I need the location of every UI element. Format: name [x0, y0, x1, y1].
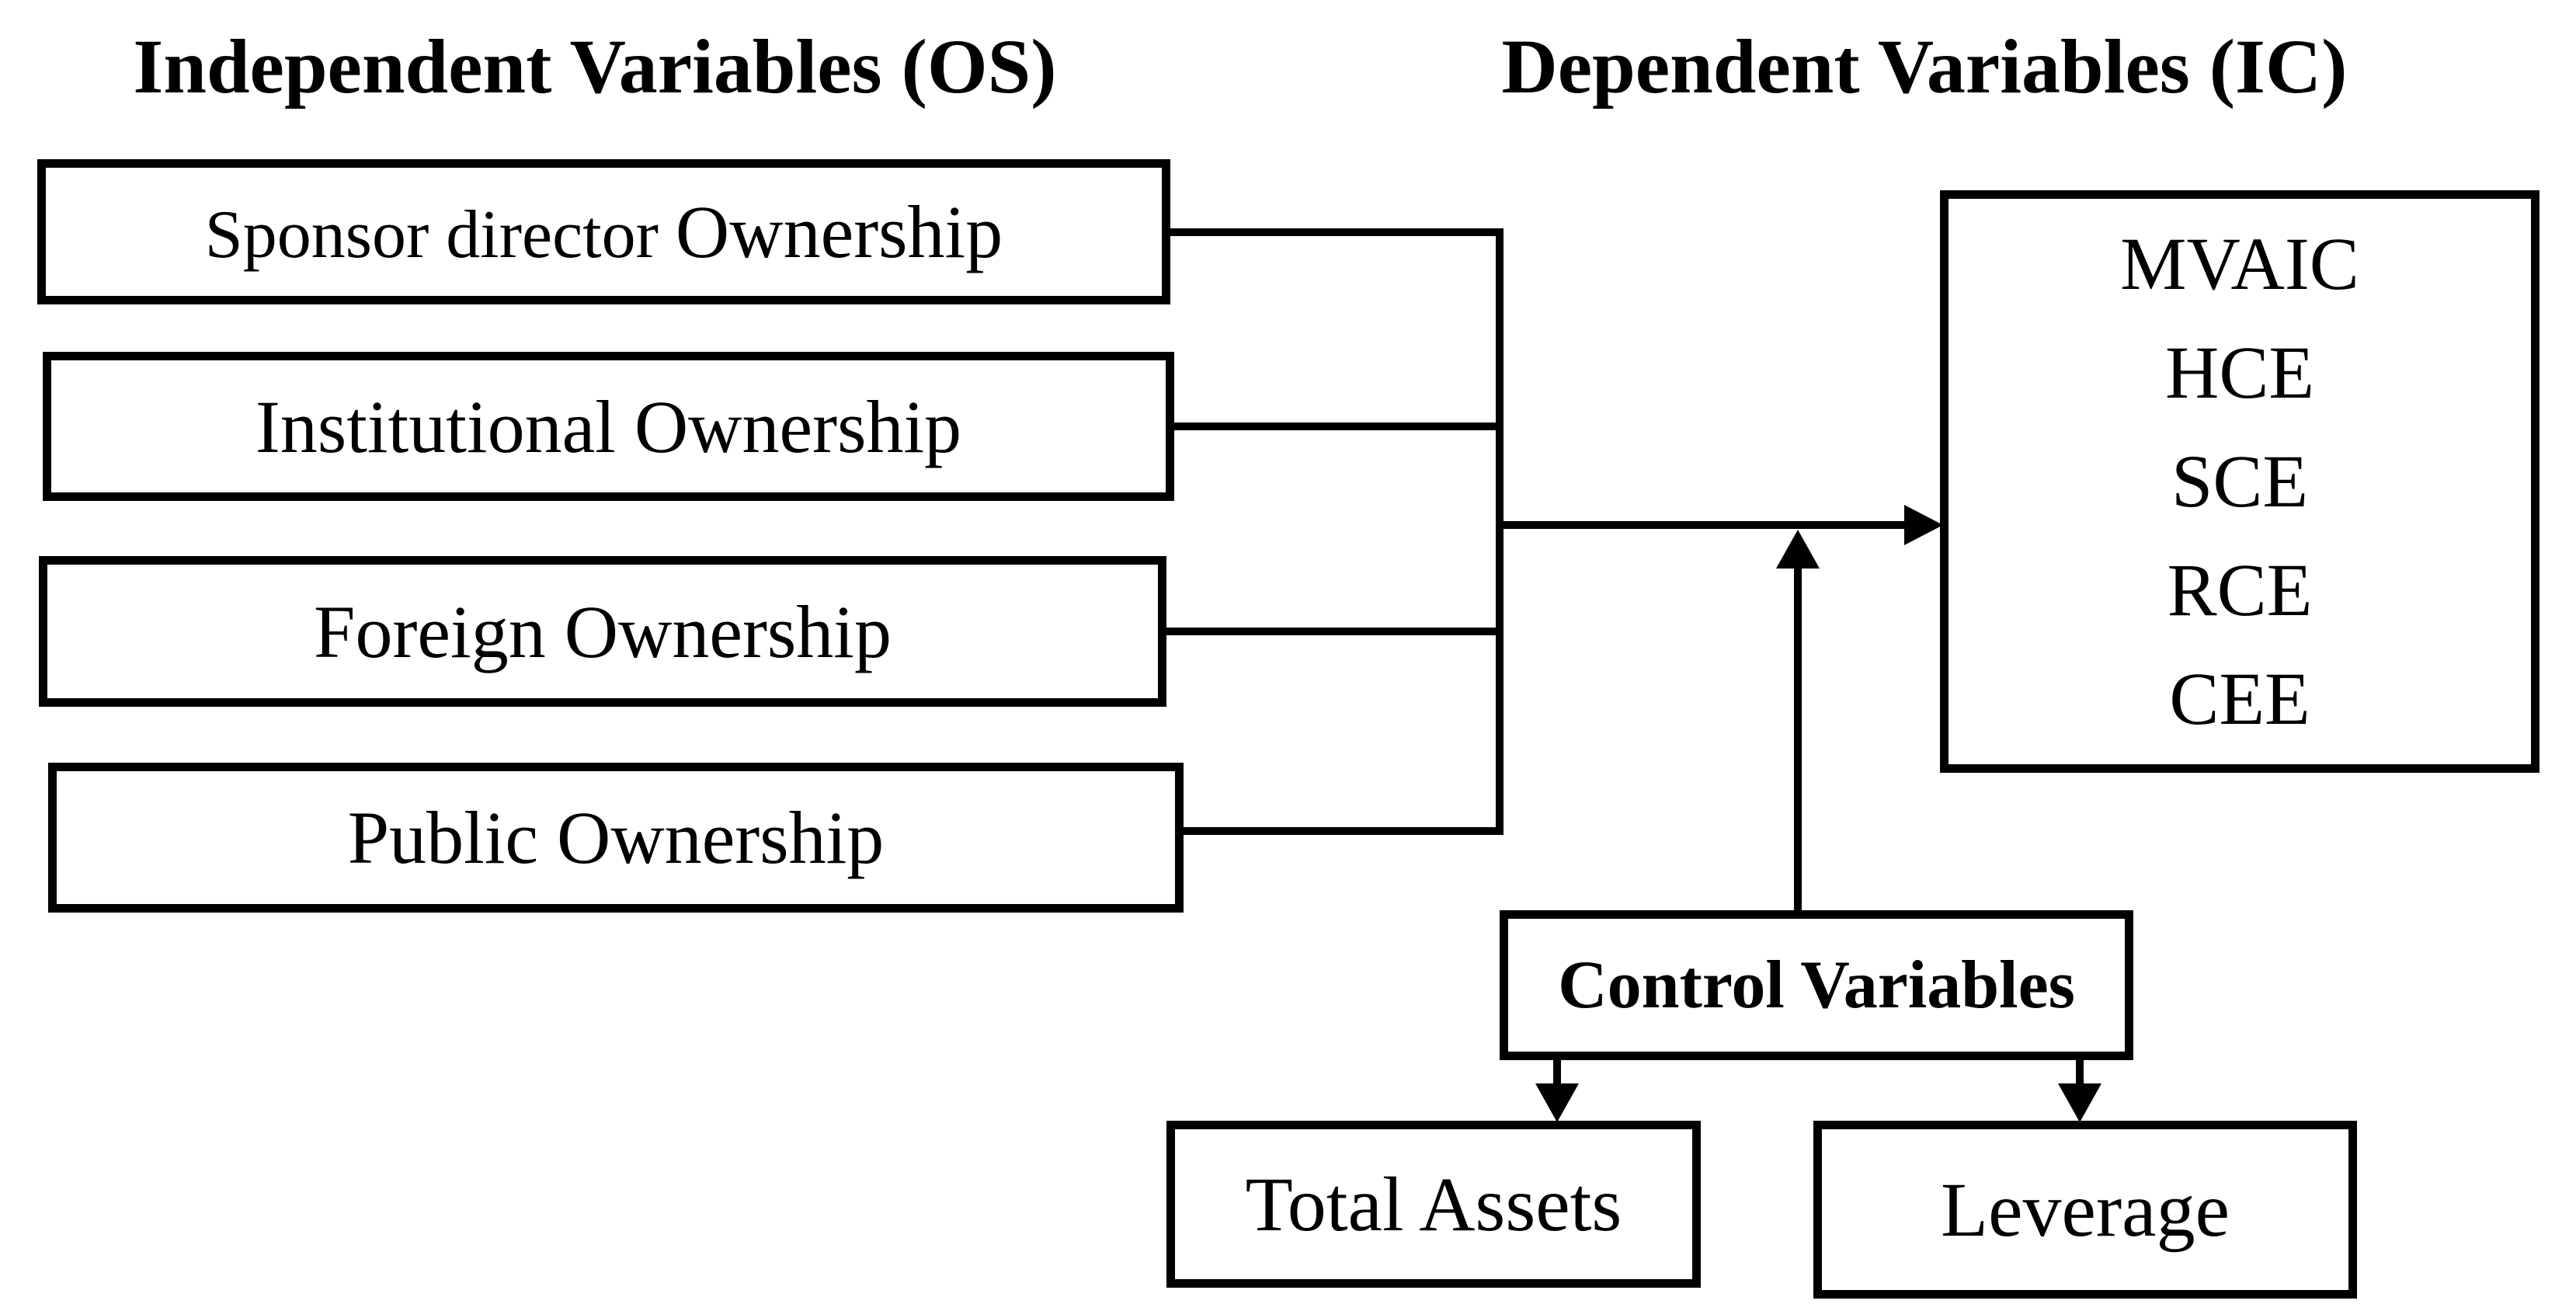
control-arrowhead-up-icon — [1776, 530, 1820, 569]
dependent-item-hce: HCE — [2165, 331, 2314, 414]
total-assets-label: Total Assets — [1245, 1161, 1622, 1247]
dependent-item-sce: SCE — [2171, 440, 2309, 523]
total-assets-arrowhead-down-icon — [1535, 1083, 1579, 1122]
institutional-ownership-label: Institutional Ownership — [255, 384, 962, 468]
leverage-arrowhead-down-icon — [2058, 1083, 2101, 1122]
public-ownership-label: Public Ownership — [347, 796, 885, 879]
connector-public-to-trunk-line — [1179, 827, 1504, 835]
leverage-box: Leverage — [1813, 1121, 2357, 1299]
sponsor-director-ownership-label-prefix: Sponsor director — [204, 197, 659, 273]
leverage-arrow-shaft — [2076, 1056, 2084, 1091]
control-up-arrow-shaft — [1794, 562, 1802, 910]
control-variables-box: Control Variables — [1500, 910, 2133, 1060]
leverage-label: Leverage — [1941, 1167, 2230, 1253]
foreign-ownership-box: Foreign Ownership — [39, 556, 1166, 707]
trunk-line — [1496, 228, 1504, 835]
main-arrowhead-right-icon — [1904, 505, 1943, 545]
institutional-ownership-box: Institutional Ownership — [43, 352, 1174, 501]
total-assets-arrow-shaft — [1553, 1056, 1561, 1091]
main-arrow-line — [1496, 521, 1907, 529]
sponsor-director-ownership-label-emphasis: Ownership — [675, 190, 1003, 273]
connector-foreign-to-trunk-line — [1161, 628, 1504, 635]
dependent-variables-box: MVAIC HCE SCE RCE CEE — [1940, 190, 2539, 773]
connector-institutional-to-trunk-line — [1169, 423, 1504, 430]
connector-sponsor-to-trunk-line — [1165, 228, 1504, 236]
independent-variables-heading: Independent Variables (OS) — [133, 23, 1057, 110]
control-variables-label: Control Variables — [1558, 948, 2075, 1023]
dependent-variables-heading: Dependent Variables (IC) — [1501, 23, 2348, 110]
dependent-item-cee: CEE — [2169, 657, 2310, 740]
dependent-item-rce: RCE — [2167, 548, 2313, 631]
public-ownership-box: Public Ownership — [48, 763, 1184, 913]
total-assets-box: Total Assets — [1166, 1121, 1701, 1288]
dependent-item-mvaic: MVAIC — [2120, 222, 2359, 305]
foreign-ownership-label: Foreign Ownership — [314, 589, 892, 673]
